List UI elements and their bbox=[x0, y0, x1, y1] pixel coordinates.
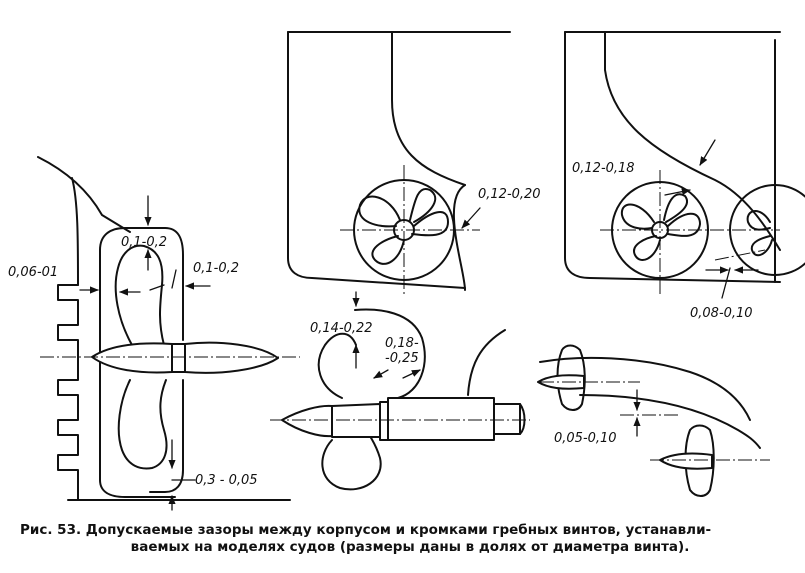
shaft-bracket-side-view bbox=[270, 291, 530, 491]
label-fig1-right: 0,1-0,2 bbox=[193, 261, 239, 276]
caption-line-1: Рис. 53. Допускаемые зазоры между корпус… bbox=[20, 522, 712, 538]
label-fig1-top: 0,1-0,2 bbox=[121, 235, 167, 250]
label-fig4-right-b: -0,25 bbox=[385, 351, 419, 366]
caption-line-2: ваемых на моделях судов (размеры даны в … bbox=[130, 539, 690, 555]
twin-screw-end-view bbox=[564, 31, 805, 299]
ship-propeller-clearance-diagram: 0,1-0,2 0,06-01 0,1-0,2 0,3 - 0,05 0,12-… bbox=[8, 31, 805, 511]
label-fig4-right-a: 0,18- bbox=[385, 336, 419, 351]
figure-caption: Рис. 53. Допускаемые зазоры между корпус… bbox=[20, 522, 800, 556]
label-fig1-left: 0,06-01 bbox=[8, 265, 58, 280]
label-fig4-top: 0,14-0,22 bbox=[310, 321, 373, 336]
stern-side-view bbox=[37, 156, 300, 511]
label-fig3-bottom: 0,08-0,10 bbox=[690, 306, 753, 321]
label-fig2-gap: 0,12-0,20 bbox=[478, 187, 541, 202]
twin-screw-plan-view bbox=[537, 344, 770, 497]
label-fig3-gap: 0,12-0,18 bbox=[572, 161, 635, 176]
label-fig1-bottom: 0,3 - 0,05 bbox=[195, 473, 258, 488]
label-fig5-gap: 0,05-0,10 bbox=[554, 431, 617, 446]
single-screw-end-view bbox=[287, 31, 511, 295]
